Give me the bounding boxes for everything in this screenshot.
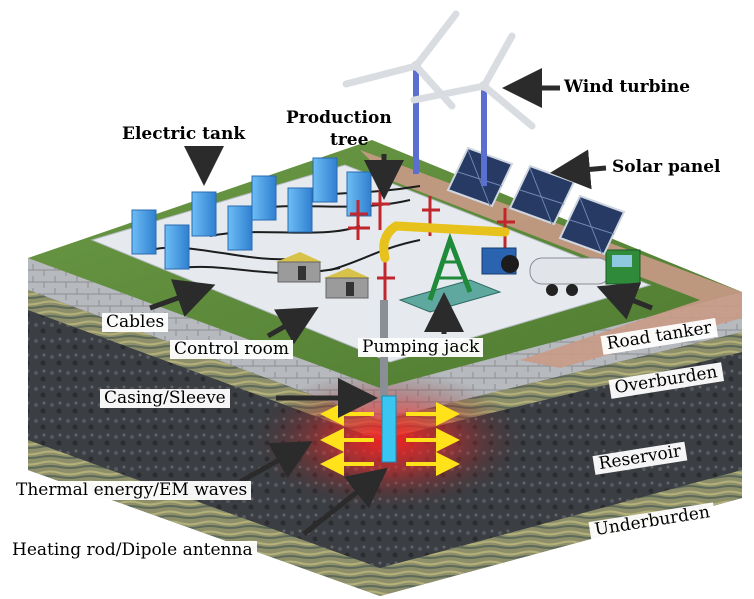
production-trees: [348, 190, 515, 300]
label-production-tree-line1: Production: [286, 108, 392, 128]
thermal-arrows: [320, 402, 460, 476]
label-pumping-jack: Pumping jack: [358, 338, 484, 357]
label-casing-sleeve: Casing/Sleeve: [100, 389, 230, 408]
label-thermal-energy: Thermal energy/EM waves: [12, 481, 252, 500]
label-control-room: Control room: [170, 340, 293, 359]
label-wind-turbine: Wind turbine: [564, 77, 691, 97]
label-production-tree-line2: tree: [330, 130, 369, 150]
wind-turbines: [342, 10, 536, 186]
label-cables: Cables: [102, 313, 169, 332]
label-heating-rod: Heating rod/Dipole antenna: [8, 541, 257, 560]
road-tanker: [529, 249, 641, 296]
label-solar-panel: Solar panel: [612, 157, 721, 177]
electric-tanks: [131, 157, 372, 270]
label-electric-tank: Electric tank: [122, 124, 246, 144]
callout-arrows: [149, 68, 653, 536]
control-rooms: [276, 252, 370, 299]
